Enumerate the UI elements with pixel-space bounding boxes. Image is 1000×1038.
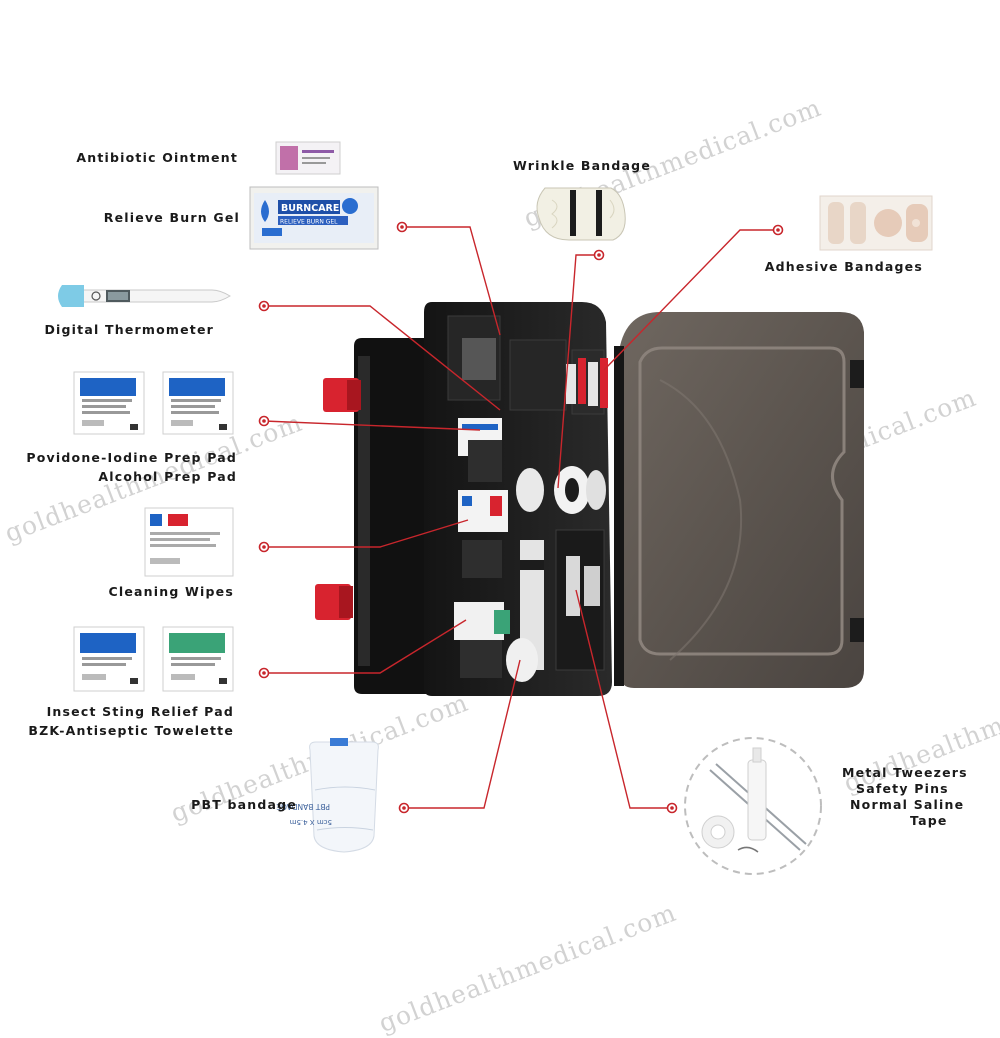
pbt-bandage-illustration: PBT BANDAGE 5cm X 4.5m	[276, 738, 379, 853]
label-povidone-iodine-prep-pad: Povidone-Iodine Prep Pad	[26, 450, 237, 465]
label-tape: Tape	[910, 813, 948, 828]
tweezers-saline-tape-illustration	[684, 737, 822, 875]
wrinkle-bandage-illustration	[536, 187, 626, 241]
bzk-towelette-illustration	[73, 626, 145, 692]
leader-line-thermometer	[264, 305, 501, 411]
adhesive-bandages-illustration	[819, 195, 933, 251]
label-antibiotic-ointment: Antibiotic Ointment	[76, 150, 238, 165]
burncare-brand-text: BURNCARE	[281, 203, 339, 214]
leader-lines	[263, 226, 778, 809]
label-wrinkle-bandage: Wrinkle Bandage	[512, 158, 651, 173]
label-relieve-burn-gel: Relieve Burn Gel	[103, 210, 240, 225]
first-aid-case-illustration	[315, 302, 864, 696]
alcohol-prep-pad-illustration	[162, 371, 234, 435]
label-digital-thermometer: Digital Thermometer	[44, 322, 214, 337]
pbt-roll-text: PBT BANDAGE	[276, 802, 330, 811]
label-alcohol-prep-pad: Alcohol Prep Pad	[98, 469, 237, 484]
cleaning-wipes-illustration	[144, 507, 234, 577]
label-insect-sting-relief-pad: Insect Sting Relief Pad	[46, 704, 234, 719]
product-infographic: goldhealthmedical.com goldhealthmedical.…	[1, 93, 1000, 1038]
povidone-prep-pad-illustration	[73, 371, 145, 435]
label-adhesive-bandages: Adhesive Bandages	[764, 259, 923, 274]
insect-sting-pad-illustration	[162, 626, 234, 692]
label-metal-tweezers: Metal Tweezers	[842, 765, 968, 780]
leader-line-pbt	[404, 659, 521, 809]
label-normal-saline: Normal Saline	[850, 797, 965, 812]
burncare-sub-text: RELIEVE BURN GEL	[280, 219, 338, 226]
illustration-layer: BURNCARE RELIEVE BURN GEL	[58, 141, 933, 875]
leader-line-cleaning-wipes	[264, 519, 469, 548]
leader-line-adhesive	[603, 229, 778, 371]
label-safety-pins: Safety Pins	[856, 781, 949, 796]
label-cleaning-wipes: Cleaning Wipes	[108, 584, 234, 599]
antibiotic-ointment-sachet	[275, 141, 341, 175]
digital-thermometer-illustration	[58, 285, 231, 307]
pbt-roll-size: 5cm X 4.5m	[290, 818, 332, 826]
label-bzk-antiseptic-towelette: BZK-Antiseptic Towelette	[28, 723, 234, 738]
leader-line-prep-pads	[263, 420, 481, 431]
relieve-burn-gel-sachet: BURNCARE RELIEVE BURN GEL	[249, 186, 379, 250]
leader-line-wrinkle	[557, 254, 599, 489]
leader-line-tweezers	[575, 589, 672, 809]
leader-line-sting-pads	[264, 619, 467, 674]
leader-line-burn-gel	[402, 226, 501, 336]
label-pbt-bandage: PBT bandage	[191, 797, 297, 812]
